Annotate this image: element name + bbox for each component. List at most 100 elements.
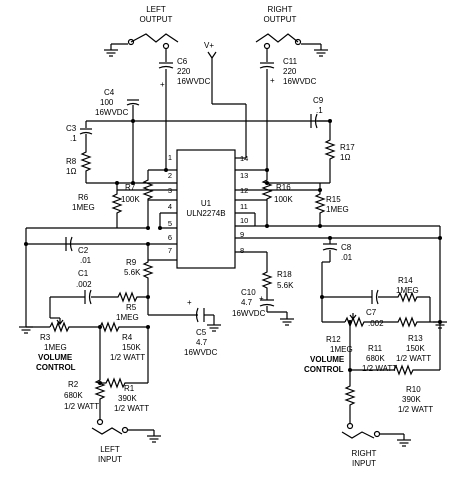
svg-text:U1: U1 bbox=[201, 199, 212, 208]
svg-text:R11: R11 bbox=[368, 344, 383, 353]
resistor-r17: R17 1Ω bbox=[267, 136, 355, 184]
svg-text:R1: R1 bbox=[124, 384, 135, 393]
svg-text:R18: R18 bbox=[277, 270, 292, 279]
svg-text:4.7: 4.7 bbox=[241, 298, 253, 307]
svg-text:.002: .002 bbox=[368, 319, 384, 328]
svg-text:1MEG: 1MEG bbox=[44, 343, 67, 352]
svg-text:R9: R9 bbox=[126, 258, 137, 267]
svg-text:RIGHT: RIGHT bbox=[268, 5, 293, 14]
cap-c5: + C5 4.7 16WVDC bbox=[184, 298, 222, 357]
resistor-r7: R7 100K bbox=[121, 169, 166, 228]
resistor-r14: R14 1MEG bbox=[321, 262, 431, 322]
svg-text:220: 220 bbox=[177, 67, 191, 76]
cap-c8: C8 .01 bbox=[322, 238, 353, 263]
resistor-r11: R11 680K 1/2 WATT bbox=[344, 322, 397, 424]
pot-r12: R12 1MEG VOLUME CONTROL bbox=[304, 297, 390, 374]
svg-text:1/2 WATT: 1/2 WATT bbox=[64, 402, 99, 411]
svg-text:LEFT: LEFT bbox=[100, 445, 120, 454]
svg-text:.1: .1 bbox=[70, 134, 77, 143]
svg-text:C8: C8 bbox=[341, 243, 352, 252]
resistor-r9: R9 5.6K bbox=[124, 244, 154, 297]
svg-text:OUTPUT: OUTPUT bbox=[264, 15, 297, 24]
svg-text:OUTPUT: OUTPUT bbox=[140, 15, 173, 24]
resistor-r4: R4 150K 1/2 WATT bbox=[96, 321, 149, 383]
svg-text:R5: R5 bbox=[126, 303, 137, 312]
svg-text:C10: C10 bbox=[241, 288, 256, 297]
resistor-r1: R1 390K 1/2 WATT bbox=[100, 377, 149, 413]
svg-text:13: 13 bbox=[240, 171, 248, 180]
cap-c4: C4 100 16WVDC bbox=[95, 88, 140, 183]
svg-text:2: 2 bbox=[168, 171, 172, 180]
svg-text:1MEG: 1MEG bbox=[116, 313, 139, 322]
right-input-jack: RIGHT INPUT bbox=[341, 422, 412, 468]
svg-text:7: 7 bbox=[168, 246, 172, 255]
cap-c6: + C6 220 16WVDC bbox=[158, 57, 211, 136]
svg-text:150K: 150K bbox=[122, 343, 141, 352]
cap-c11: + C11 220 16WVDC bbox=[259, 57, 317, 135]
svg-text:R4: R4 bbox=[122, 333, 133, 342]
svg-text:.01: .01 bbox=[80, 256, 92, 265]
svg-text:100: 100 bbox=[100, 98, 114, 107]
svg-text:5.6K: 5.6K bbox=[277, 281, 294, 290]
svg-text:VOLUME: VOLUME bbox=[310, 355, 345, 364]
svg-text:C6: C6 bbox=[177, 57, 188, 66]
svg-text:1: 1 bbox=[168, 153, 172, 162]
svg-text:ULN2274B: ULN2274B bbox=[186, 209, 225, 218]
svg-text:R10: R10 bbox=[406, 385, 421, 394]
resistor-r10: R10 390K 1/2 WATT bbox=[350, 322, 441, 414]
svg-text:390K: 390K bbox=[118, 394, 137, 403]
svg-text:1MEG: 1MEG bbox=[326, 205, 349, 214]
svg-text:VOLUME: VOLUME bbox=[38, 353, 73, 362]
svg-text:C9: C9 bbox=[313, 96, 324, 105]
svg-text:R12: R12 bbox=[326, 335, 341, 344]
svg-text:1Ω: 1Ω bbox=[340, 153, 350, 162]
svg-text:RIGHT: RIGHT bbox=[352, 449, 377, 458]
svg-text:R7: R7 bbox=[125, 183, 136, 192]
svg-text:C2: C2 bbox=[78, 246, 89, 255]
svg-text:4: 4 bbox=[168, 202, 172, 211]
resistor-r2: R2 680K 1/2 WATT bbox=[64, 327, 106, 420]
resistor-r16: R16 100K bbox=[261, 170, 293, 226]
svg-text:100K: 100K bbox=[121, 195, 140, 204]
svg-text:.01: .01 bbox=[341, 253, 353, 262]
svg-text:C3: C3 bbox=[66, 124, 77, 133]
cap-c3: C3 .1 bbox=[66, 124, 93, 148]
svg-text:C4: C4 bbox=[104, 88, 115, 97]
ic-u1: U1 ULN2274B 1 2 3 4 5 6 7 14 13 12 11 10… bbox=[168, 149, 248, 269]
svg-text:10: 10 bbox=[240, 216, 248, 225]
svg-text:.1: .1 bbox=[316, 106, 323, 115]
resistor-r5: R5 1MEG bbox=[113, 291, 148, 322]
svg-text:16WVDC: 16WVDC bbox=[95, 108, 129, 117]
svg-text:390K: 390K bbox=[402, 395, 421, 404]
svg-text:1/2 WATT: 1/2 WATT bbox=[362, 364, 397, 373]
cap-c10: C10 4.7 16WVDC + bbox=[232, 288, 295, 326]
svg-text:CONTROL: CONTROL bbox=[304, 365, 344, 374]
cap-c1: C1 .002 bbox=[50, 269, 113, 305]
svg-text:.002: .002 bbox=[76, 280, 92, 289]
svg-text:INPUT: INPUT bbox=[98, 455, 122, 464]
svg-text:150K: 150K bbox=[406, 344, 425, 353]
svg-text:C11: C11 bbox=[283, 57, 298, 66]
svg-text:11: 11 bbox=[240, 202, 248, 211]
svg-text:1MEG: 1MEG bbox=[330, 345, 353, 354]
svg-text:R8: R8 bbox=[66, 157, 77, 166]
svg-text:R6: R6 bbox=[78, 193, 89, 202]
svg-text:16WVDC: 16WVDC bbox=[232, 309, 266, 318]
resistor-r8: R8 1Ω bbox=[66, 148, 177, 184]
svg-text:5.6K: 5.6K bbox=[124, 268, 141, 277]
svg-text:1MEG: 1MEG bbox=[72, 203, 95, 212]
svg-text:R3: R3 bbox=[40, 333, 51, 342]
svg-text:CONTROL: CONTROL bbox=[36, 363, 76, 372]
svg-text:220: 220 bbox=[283, 67, 297, 76]
svg-text:+: + bbox=[187, 298, 192, 307]
svg-text:1/2 WATT: 1/2 WATT bbox=[114, 404, 149, 413]
svg-text:INPUT: INPUT bbox=[352, 459, 376, 468]
left-output-jack: LEFT OUTPUT bbox=[103, 5, 179, 62]
right-output-jack: RIGHT OUTPUT bbox=[255, 5, 329, 62]
svg-text:680K: 680K bbox=[366, 354, 385, 363]
svg-text:+: + bbox=[160, 80, 165, 89]
svg-text:C7: C7 bbox=[366, 308, 377, 317]
svg-text:16WVDC: 16WVDC bbox=[283, 77, 317, 86]
svg-text:+: + bbox=[270, 76, 275, 85]
